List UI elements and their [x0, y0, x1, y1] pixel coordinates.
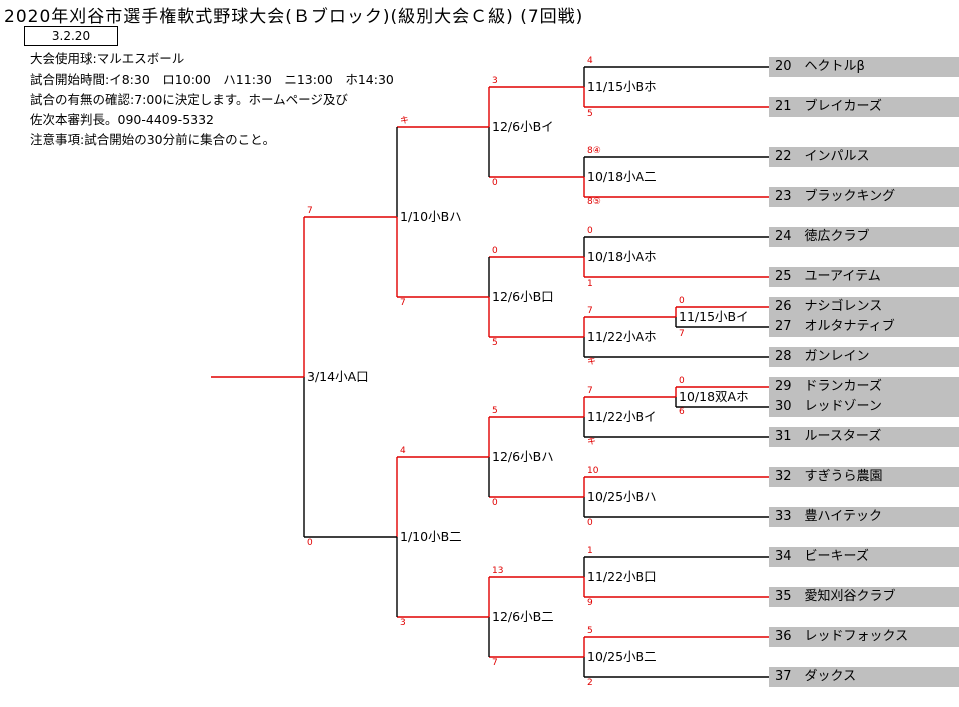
- score-label: 0: [492, 246, 498, 256]
- info-line-notes: 注意事項:試合開始の30分前に集合のこと。: [30, 132, 276, 147]
- team-label: 31 ルースターズ: [775, 429, 882, 444]
- score-label: 0: [679, 376, 685, 386]
- match-label: 12/6小Bイ: [492, 119, 554, 134]
- score-label: 4: [400, 446, 406, 456]
- score-label: 13: [492, 566, 504, 576]
- score-label: 7: [400, 298, 406, 308]
- info-line-confirmation: 試合の有無の確認:7:00に決定します。ホームページ及び: [30, 92, 348, 107]
- score-label: 8④: [587, 146, 601, 156]
- team-bar: [769, 377, 959, 417]
- score-label: 9: [587, 598, 593, 608]
- team-bar: [769, 507, 959, 527]
- team-label: 32 すぎうら農園: [775, 469, 883, 484]
- team-bar: [769, 347, 959, 367]
- score-label: 6: [679, 407, 685, 417]
- score-label: 3: [400, 618, 406, 628]
- team-label: 23 ブラックキング: [775, 189, 896, 204]
- score-label: 0: [492, 178, 498, 188]
- team-label: 37 ダックス: [775, 669, 857, 684]
- team-label: 28 ガンレイン: [775, 349, 870, 364]
- score-label: キ: [587, 437, 597, 447]
- team-label: 34 ビーキーズ: [775, 549, 869, 564]
- score-label: キ: [587, 357, 597, 367]
- score-label: 0: [587, 226, 593, 236]
- score-label: 5: [587, 626, 593, 636]
- team-bar: [769, 97, 959, 117]
- match-label: 10/25小Bハ: [587, 489, 657, 504]
- match-label: 12/6小Bハ: [492, 449, 554, 464]
- team-label: 20 ヘクトルβ: [775, 59, 865, 74]
- score-label: 0: [587, 518, 593, 528]
- score-label: キ: [400, 116, 410, 126]
- match-label: 11/22小B口: [587, 569, 657, 584]
- date-box: 3.2.20: [24, 26, 118, 46]
- score-label: 5: [492, 338, 498, 348]
- team-bar: [769, 147, 959, 167]
- team-bar: [769, 667, 959, 687]
- team-bar: [769, 267, 959, 287]
- team-label: 22 インパルス: [775, 149, 870, 164]
- team-bar: [769, 587, 959, 607]
- info-line-referee: 佐次本審判長。090-4409-5332: [30, 112, 215, 127]
- team-label: 36 レッドフォックス: [775, 629, 909, 644]
- score-label: 7: [679, 329, 685, 339]
- team-label: 21 ブレイカーズ: [775, 99, 882, 114]
- team-bar: [769, 467, 959, 487]
- score-label: 0: [307, 538, 313, 548]
- team-label: 30 レッドゾーン: [775, 399, 882, 414]
- score-label: 10: [587, 466, 599, 476]
- score-label: 4: [587, 56, 593, 66]
- score-label: 7: [307, 206, 313, 216]
- team-label: 35 愛知刈谷クラブ: [775, 589, 896, 604]
- team-bar: [769, 427, 959, 447]
- score-label: 1: [587, 279, 593, 289]
- match-label: 11/22小Bイ: [587, 409, 657, 424]
- score-label: 3: [492, 76, 498, 86]
- team-label: 27 オルタナティブ: [775, 319, 895, 334]
- score-label: 7: [492, 658, 498, 668]
- score-label: 2: [587, 678, 593, 688]
- info-line-ball: 大会使用球:マルエスボール: [30, 51, 185, 66]
- match-label: 12/6小B二: [492, 609, 554, 624]
- score-label: 5: [492, 406, 498, 416]
- match-label: 10/18小Aホ: [587, 249, 657, 264]
- score-label: 8⑤: [587, 197, 601, 207]
- match-label: 11/15小Bイ: [679, 309, 749, 324]
- team-bar: [769, 297, 959, 337]
- match-label: 11/15小Bホ: [587, 79, 657, 94]
- score-label: 0: [679, 296, 685, 306]
- team-bar: [769, 57, 959, 77]
- info-line-start-times: 試合開始時間:イ8:30 ロ10:00 ハ11:30 ニ13:00 ホ14:30: [30, 72, 394, 87]
- team-label: 33 豊ハイテック: [775, 509, 883, 524]
- team-bar: [769, 187, 959, 207]
- score-label: 7: [587, 386, 593, 396]
- match-label: 11/22小Aホ: [587, 329, 657, 344]
- score-label: 0: [492, 498, 498, 508]
- team-label: 29 ドランカーズ: [775, 379, 882, 394]
- match-label: 3/14小A口: [307, 369, 369, 384]
- team-bar: [769, 227, 959, 247]
- score-label: 5: [587, 109, 593, 119]
- team-bar: [769, 627, 959, 647]
- match-label: 10/18小A二: [587, 169, 657, 184]
- team-label: 24 徳広クラブ: [775, 229, 870, 244]
- page-title: 2020年刈谷市選手権軟式野球大会(Ｂブロック)(級別大会Ｃ級) (7回戦): [4, 7, 584, 27]
- match-label: 12/6小B口: [492, 289, 554, 304]
- score-label: 1: [587, 546, 593, 556]
- match-label: 1/10小B二: [400, 529, 462, 544]
- match-label: 1/10小Bハ: [400, 209, 462, 224]
- score-label: 7: [587, 306, 593, 316]
- match-label: 10/25小B二: [587, 649, 657, 664]
- team-label: 25 ユーアイテム: [775, 269, 881, 284]
- team-bar: [769, 547, 959, 567]
- match-label: 10/18双Aホ: [679, 389, 749, 404]
- team-label: 26 ナシゴレンス: [775, 299, 883, 314]
